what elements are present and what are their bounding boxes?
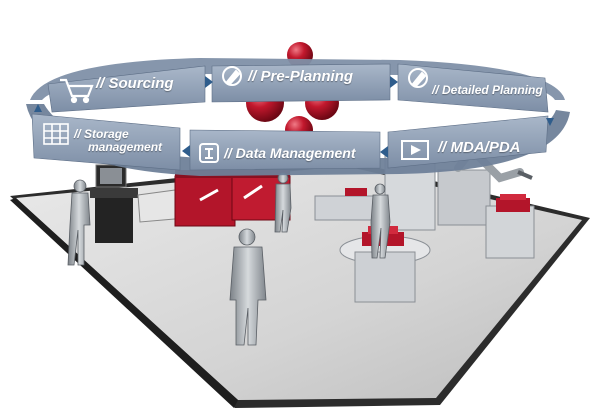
arrow-left-1 [380, 146, 388, 158]
label-text-line-1: Storage [84, 127, 129, 141]
worker-right [370, 183, 391, 259]
storage-shelf-icon [43, 123, 69, 145]
arrow-down-right [546, 118, 554, 126]
label-prefix: // [224, 145, 232, 161]
module-label-mda-pda: // MDA/PDA [438, 140, 521, 156]
worker-front [229, 228, 267, 346]
worker-center-back [274, 172, 292, 233]
pencil-circle-icon-2 [408, 68, 428, 88]
shopping-cart-icon [60, 78, 94, 104]
module-label-sourcing: // Sourcing [96, 76, 174, 92]
label-text: Sourcing [108, 75, 174, 92]
red-machines-center [174, 170, 291, 227]
label-line-1: // Storage [74, 127, 129, 141]
pencil-circle-icon [222, 66, 242, 86]
module-label-data-management: // Data Management [224, 146, 355, 161]
worker-left [67, 179, 91, 266]
arrow-left-2 [182, 145, 190, 157]
module-label-pre-planning: // Pre-Planning [248, 69, 353, 85]
label-prefix: // [248, 68, 257, 85]
monitor-play-icon [401, 140, 429, 160]
label-prefix: // [432, 83, 439, 97]
ring-arrows [34, 76, 554, 158]
arrow-right-2 [390, 76, 398, 88]
arrow-right-1 [205, 76, 213, 88]
label-text: Data Management [235, 145, 356, 161]
module-label-storage-management: // Storage management [74, 128, 162, 153]
worker-figures [67, 172, 391, 346]
label-text: Pre-Planning [260, 68, 354, 85]
label-prefix: // [96, 75, 105, 92]
label-prefix: // [438, 139, 447, 156]
label-text: Detailed Planning [442, 83, 543, 97]
data-document-icon [199, 143, 219, 163]
module-label-detailed-planning: // Detailed Planning [432, 84, 543, 97]
arrow-up-left [34, 104, 42, 112]
label-line-2: management [88, 139, 163, 154]
turntable-machine [339, 226, 431, 303]
label-text: MDA/PDA [450, 139, 521, 156]
